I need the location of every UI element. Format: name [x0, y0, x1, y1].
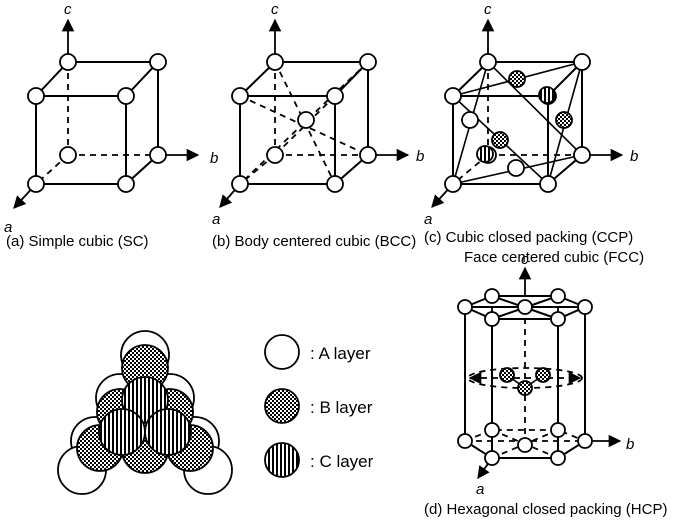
- corner-atoms: [231, 53, 377, 193]
- legend-b-layer-label: : B layer: [310, 398, 373, 417]
- layer-stacking-pyramid: [57, 330, 233, 495]
- vertical-stripe-circle-icon: [264, 442, 300, 478]
- c-axis-label: c: [271, 1, 279, 18]
- b-axis-label: b: [210, 150, 218, 167]
- a-axis-label: a: [212, 211, 220, 228]
- a-axis-label: a: [476, 481, 484, 498]
- hcp-edges: [462, 295, 588, 459]
- c-axis-label: c: [521, 251, 529, 268]
- hcp-caption: (d) Hexagonal closed packing (HCP): [424, 501, 667, 518]
- hcp-top-atoms: [457, 288, 593, 327]
- b-axis-label: b: [630, 148, 638, 165]
- b-axis-label: b: [416, 148, 424, 165]
- ccp-caption: (c) Cubic closed packing (CCP): [424, 229, 633, 246]
- simple-cubic-panel: c b a (a) Simple cubic (SC): [4, 1, 218, 250]
- hcp-bottom-atoms: [457, 422, 593, 466]
- a-axis-label: a: [424, 211, 432, 228]
- corner-atoms: [27, 53, 167, 193]
- cube-edges: [33, 61, 161, 185]
- body-center-atom: [297, 111, 315, 129]
- hcp-panel: c b a: [424, 251, 667, 518]
- simple-cubic-caption: (a) Simple cubic (SC): [6, 233, 149, 250]
- open-circle-icon: [264, 334, 300, 370]
- ccp-panel: c b a: [424, 1, 644, 266]
- c-axis-label: c: [64, 1, 72, 18]
- fcc-caption: Face centered cubic (FCC): [464, 249, 644, 266]
- face-center-atoms: [461, 70, 573, 177]
- a-axis-label: a: [4, 219, 12, 236]
- layer-legend: : A layer : B layer : C layer: [264, 334, 374, 478]
- checkered-circle-icon: [264, 388, 300, 424]
- legend-a-layer-label: : A layer: [310, 344, 371, 363]
- c-axis-label: c: [484, 1, 492, 18]
- bcc-caption: (b) Body centered cubic (BCC): [212, 233, 416, 250]
- hcp-middle-atoms: [499, 367, 551, 396]
- b-axis-label: b: [626, 436, 634, 453]
- legend-c-layer-label: : C layer: [310, 452, 374, 471]
- c-layer-atoms: [98, 376, 192, 456]
- bcc-panel: c b a (b) Body c: [212, 1, 424, 250]
